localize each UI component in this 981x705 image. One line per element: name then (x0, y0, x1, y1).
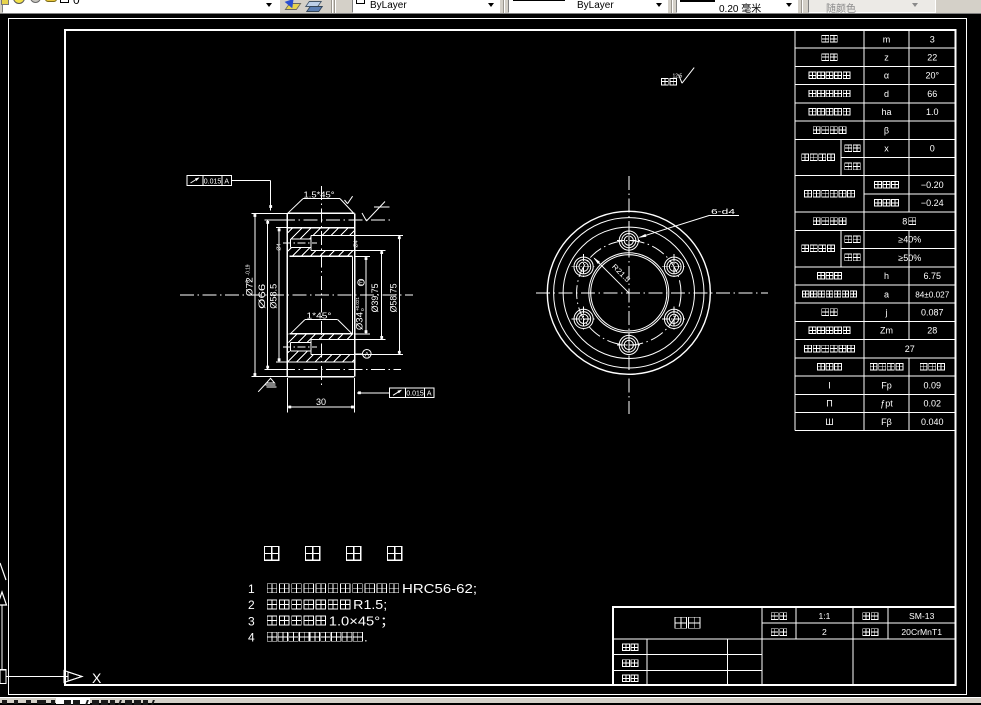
svg-text:z: z (884, 53, 889, 63)
svg-text:0.015: 0.015 (406, 391, 424, 398)
svg-text:84±0.027: 84±0.027 (915, 290, 950, 299)
svg-text:1.0×45°；: 1.0×45°； (329, 614, 395, 628)
svg-text:I: I (828, 380, 831, 390)
svg-text:−0.20: −0.20 (921, 180, 944, 190)
svg-text:Ø72: Ø72 (245, 277, 255, 296)
svg-text:X: X (92, 670, 102, 686)
svg-text:0.015: 0.015 (204, 178, 222, 185)
svg-text:66: 66 (927, 89, 937, 99)
svg-text:3: 3 (248, 614, 255, 628)
svg-text:1.0: 1.0 (926, 107, 939, 117)
svg-text:1:1: 1:1 (818, 611, 830, 621)
svg-text:27: 27 (905, 344, 915, 354)
svg-text:β: β (884, 125, 889, 135)
svg-text:ha: ha (881, 107, 891, 117)
svg-text:1.5*45°: 1.5*45° (304, 191, 335, 200)
svg-text:Ø58.75: Ø58.75 (388, 283, 398, 312)
svg-text:R21.5: R21.5 (610, 262, 632, 284)
svg-text:HRC56-62;: HRC56-62; (402, 582, 477, 596)
svg-text:≥50%: ≥50% (898, 253, 921, 263)
svg-text:E: E (359, 281, 363, 287)
svg-text:Ø4: Ø4 (277, 243, 283, 250)
svg-text:2: 2 (822, 627, 827, 637)
svg-text:j: j (885, 308, 888, 318)
svg-text:4: 4 (248, 631, 255, 645)
svg-text:22: 22 (927, 53, 937, 63)
svg-text:30: 30 (316, 397, 326, 407)
svg-text:Ø58.5: Ø58.5 (268, 284, 278, 309)
svg-text:6-d4: 6-d4 (711, 207, 735, 216)
svg-text:d: d (884, 89, 889, 99)
svg-text:A: A (365, 352, 370, 359)
svg-text:8: 8 (902, 216, 907, 226)
svg-text:0.040: 0.040 (921, 417, 944, 427)
svg-text:Fβ: Fβ (881, 417, 892, 427)
svg-text:0: 0 (360, 308, 366, 311)
svg-text:2: 2 (248, 598, 255, 612)
svg-text:A: A (427, 391, 432, 398)
svg-text:Ø66: Ø66 (257, 284, 267, 309)
svg-text:Π: Π (826, 399, 833, 409)
svg-text:−0.24: −0.24 (921, 198, 944, 208)
svg-text:1*45°: 1*45° (307, 311, 332, 320)
svg-text:SM-13: SM-13 (909, 611, 935, 621)
svg-text:a: a (884, 289, 889, 299)
svg-text:6.75: 6.75 (923, 271, 941, 281)
svg-text:0.09: 0.09 (923, 380, 941, 390)
svg-text:3: 3 (930, 34, 935, 44)
svg-text:α: α (884, 71, 889, 81)
svg-text:0: 0 (245, 280, 251, 283)
svg-text:Ш: Ш (825, 417, 833, 427)
svg-text:0.02: 0.02 (923, 399, 941, 409)
svg-text:ƒpt: ƒpt (880, 399, 893, 409)
svg-text:-0.19: -0.19 (245, 265, 251, 276)
svg-text:.: . (364, 631, 367, 645)
svg-text:m: m (883, 34, 891, 44)
svg-text:1: 1 (248, 582, 255, 596)
svg-text:0.087: 0.087 (921, 308, 944, 318)
svg-text:12.5: 12.5 (673, 74, 683, 80)
svg-text:x: x (884, 144, 889, 154)
svg-text:Zm: Zm (880, 326, 893, 336)
svg-text:R1.5;: R1.5; (353, 598, 387, 612)
svg-text:28: 28 (927, 326, 937, 336)
svg-text:Ø34: Ø34 (355, 312, 365, 330)
svg-text:Ø4: Ø4 (354, 240, 360, 247)
svg-text:h: h (884, 271, 889, 281)
svg-text:20CrMnT1: 20CrMnT1 (901, 627, 942, 637)
svg-text:0: 0 (930, 144, 935, 154)
svg-text:≥40%: ≥40% (898, 235, 921, 245)
svg-text:Ø39.75: Ø39.75 (370, 283, 380, 312)
svg-text:A: A (224, 178, 229, 185)
svg-text:+0.021: +0.021 (355, 297, 361, 311)
svg-text:Fp: Fp (881, 380, 892, 390)
svg-text:20°: 20° (925, 71, 939, 81)
